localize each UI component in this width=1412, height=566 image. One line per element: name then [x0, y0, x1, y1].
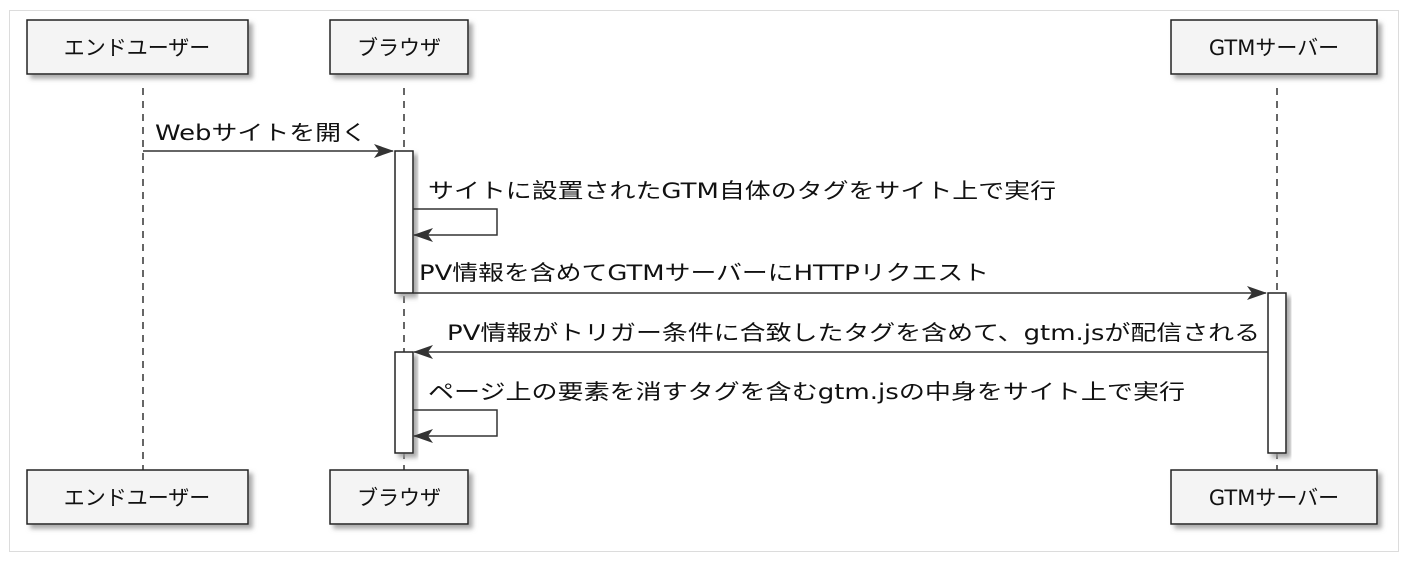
participant-user-top: エンドユーザー [26, 19, 249, 75]
message-execute-gtm-tag: サイトに設置されたGTM自体のタグをサイト上で実行 [413, 179, 1056, 242]
activation-browser-1 [394, 150, 414, 294]
diagram-frame [9, 10, 1399, 552]
message-label: サイトに設置されたGTM自体のタグをサイト上で実行 [428, 179, 1056, 203]
participant-gtm-top: GTMサーバー [1170, 19, 1378, 75]
participant-label: エンドユーザー [64, 36, 211, 60]
message-open-website: Webサイトを開く [143, 121, 394, 158]
participant-gtm-bottom: GTMサーバー [1170, 469, 1378, 525]
message-gtm-js-delivered: PV情報がトリガー条件に合致したタグを含めて、gtm.jsが配信される [413, 321, 1268, 359]
participant-label: GTMサーバー [1209, 36, 1339, 60]
message-label: PV情報がトリガー条件に合致したタグを含めて、gtm.jsが配信される [447, 321, 1260, 345]
participant-label: エンドユーザー [64, 486, 211, 510]
participant-label: ブラウザ [357, 36, 441, 60]
message-http-request: PV情報を含めてGTMサーバーにHTTPリクエスト [413, 261, 1267, 300]
message-label: Webサイトを開く [155, 121, 367, 145]
participant-user-bottom: エンドユーザー [26, 469, 249, 525]
message-label: PV情報を含めてGTMサーバーにHTTPリクエスト [419, 261, 989, 285]
activation-browser-2 [394, 351, 414, 454]
message-label: ページ上の要素を消すタグを含むgtm.jsの中身をサイト上で実行 [428, 380, 1185, 404]
message-execute-gtm-js: ページ上の要素を消すタグを含むgtm.jsの中身をサイト上で実行 [413, 380, 1185, 443]
participant-browser-bottom: ブラウザ [329, 469, 469, 525]
participant-label: ブラウザ [357, 486, 441, 510]
participant-label: GTMサーバー [1209, 486, 1339, 510]
participant-browser-top: ブラウザ [329, 19, 469, 75]
activation-gtm [1267, 292, 1287, 454]
